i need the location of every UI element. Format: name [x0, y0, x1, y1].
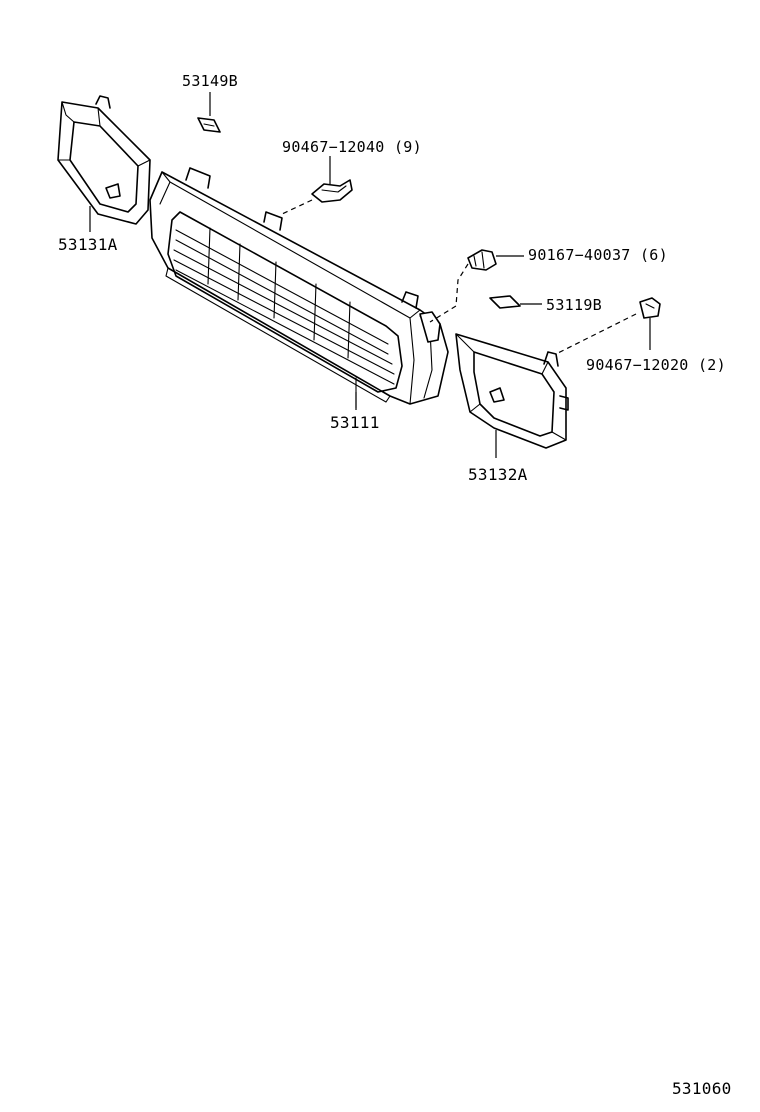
clip-53149b — [197, 117, 221, 133]
label-90167-40037: 90167−40037 (6) — [528, 246, 668, 264]
clip-53119b — [489, 295, 521, 309]
label-53131a: 53131A — [58, 235, 118, 254]
clip-90467-12040 — [281, 179, 353, 215]
bolt-90167-40037 — [429, 249, 497, 323]
label-53149b: 53149B — [182, 72, 238, 90]
label-53119b: 53119B — [546, 296, 602, 314]
label-90467-12040: 90467−12040 (9) — [282, 138, 422, 156]
label-53132a: 53132A — [468, 465, 528, 484]
diagram-code: 531060 — [672, 1079, 732, 1098]
headlamp-frame-right — [455, 333, 569, 449]
headlamp-frame-left — [57, 95, 151, 225]
radiator-grille — [149, 167, 449, 409]
label-53111: 53111 — [330, 413, 380, 432]
clip-90467-12020 — [555, 297, 661, 355]
label-90467-12020: 90467−12020 (2) — [586, 356, 726, 374]
